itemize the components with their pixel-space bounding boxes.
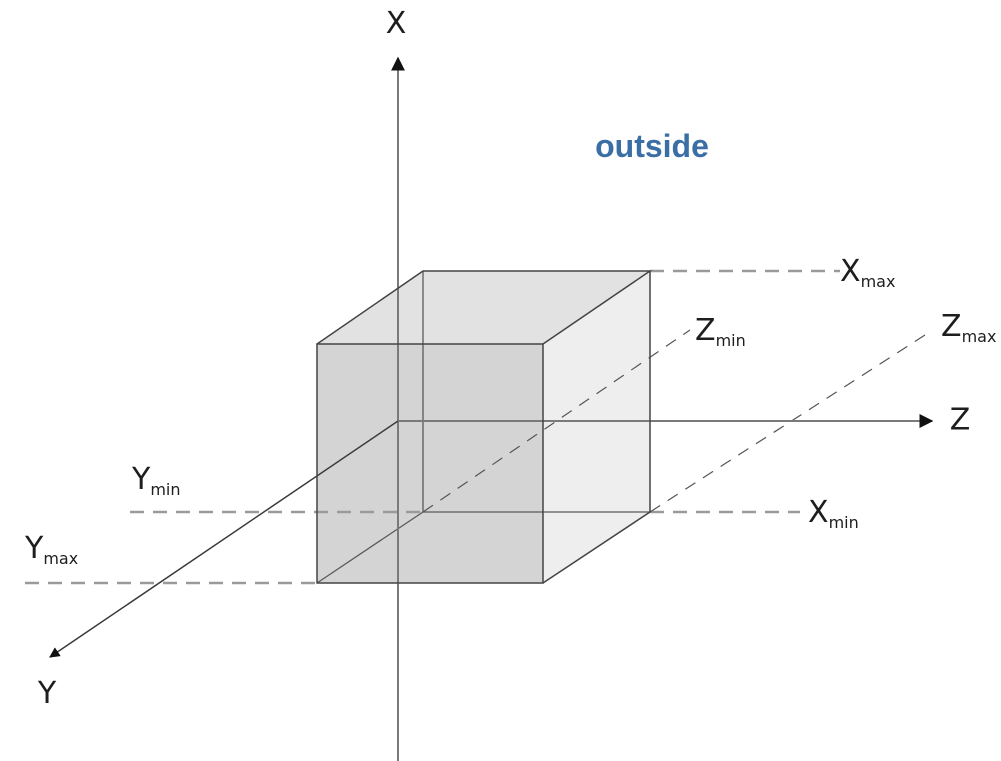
y-min-label: Ymin (131, 462, 181, 499)
box-front-face (317, 344, 543, 583)
box-bottom-left-edge (316, 511, 424, 584)
z-max-guide (649, 334, 926, 513)
y-axis (49, 420, 399, 658)
box-right-face (543, 271, 650, 583)
box-top-face (317, 271, 650, 344)
x-max-label: Xmax (840, 254, 895, 291)
box-top-outline (316, 270, 653, 345)
y-axis-label: Y (37, 676, 57, 711)
z-axis-label: Z (950, 403, 971, 438)
x-min-label: Xmin (808, 495, 859, 532)
z-max-label: Zmax (941, 309, 996, 346)
outside-region-label: outside (595, 128, 709, 164)
box-right-outline (542, 271, 651, 584)
y-max-label: Ymax (24, 531, 78, 568)
z-min-label: Zmin (695, 313, 746, 350)
z-min-guide (422, 329, 691, 513)
x-axis-label: X (386, 6, 407, 41)
